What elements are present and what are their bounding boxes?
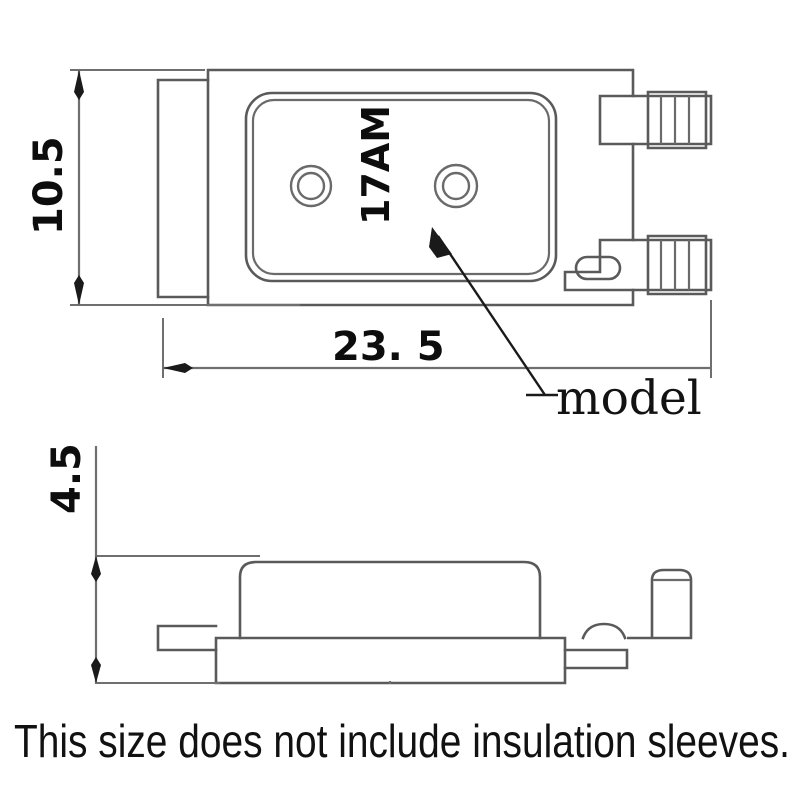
side-base-strip — [214, 636, 567, 685]
arrow-head-up — [91, 556, 101, 582]
model-leader-line — [437, 235, 546, 396]
left-hole — [289, 164, 333, 208]
arrow-head-down — [91, 657, 101, 683]
side-view: 4.5 — [44, 443, 693, 685]
arrow-head-down — [74, 275, 84, 305]
inner-plate-outer — [244, 91, 558, 283]
arrow-head-left — [163, 363, 193, 373]
dimension-thickness-label: 4.5 — [44, 443, 90, 514]
right-terminal-body — [627, 568, 693, 640]
dimension-length-label: 23. 5 — [332, 324, 445, 370]
inner-plate-inner — [251, 98, 551, 276]
part-marking-label: 17AM — [354, 105, 398, 225]
dimension-thickness-4-5: 4.5 — [44, 443, 260, 684]
right-terminal — [627, 568, 693, 640]
right-step-tab — [563, 648, 629, 670]
arrow-head-up — [74, 70, 84, 100]
right-hole — [433, 163, 479, 209]
dimension-height-label: 10.5 — [26, 136, 72, 235]
upper-terminal-blade — [646, 90, 708, 150]
top-view: 17AM 10.5 23. 5 — [26, 68, 713, 426]
drawing-caption: This size does not include insulation sl… — [14, 715, 790, 767]
oval-slot — [574, 255, 622, 281]
lower-terminal-blade — [646, 234, 708, 296]
side-raised-body — [238, 560, 542, 640]
center-bump — [581, 622, 627, 640]
left-blade — [156, 624, 218, 652]
model-callout: model — [429, 227, 702, 426]
left-flange — [156, 78, 210, 299]
dimension-height-10-5: 10.5 — [26, 69, 300, 306]
model-label: model — [556, 371, 702, 426]
model-leader-arrow — [429, 227, 452, 258]
lower-right-neck — [563, 238, 635, 292]
upper-right-neck — [598, 94, 635, 146]
dimension-length-23-5: 23. 5 — [162, 300, 712, 378]
